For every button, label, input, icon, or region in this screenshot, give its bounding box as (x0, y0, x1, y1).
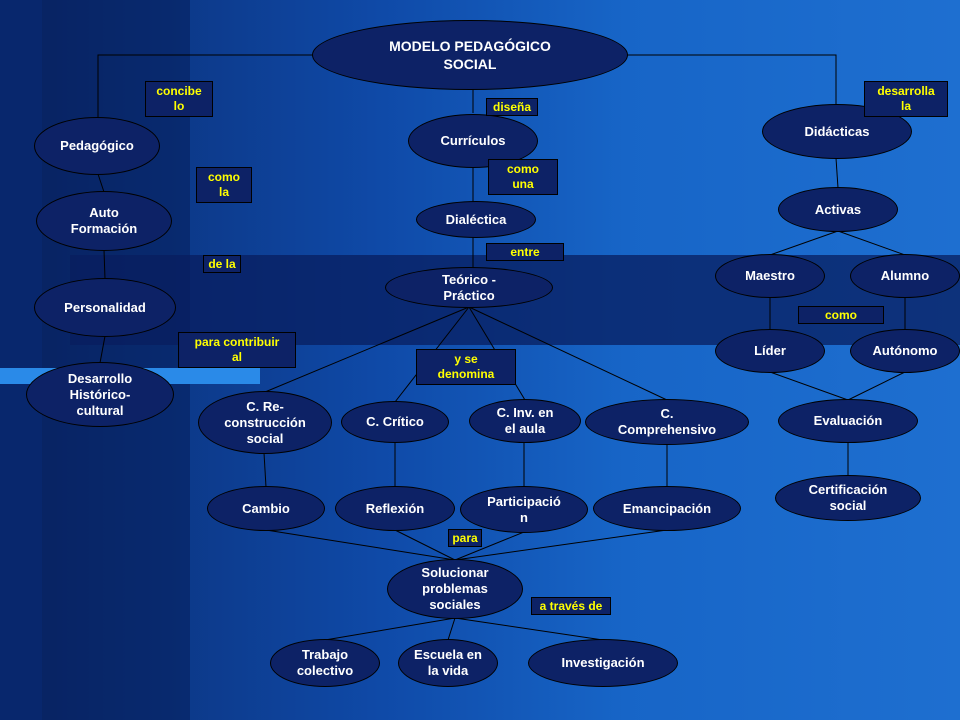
node-cambio: Cambio (207, 486, 325, 531)
background-left-stripe (0, 0, 42, 720)
node-auto-formacion: Auto Formación (36, 191, 172, 251)
node-desarrollo-historico-cultural: Desarrollo Histórico- cultural (26, 362, 174, 427)
node-reflexion: Reflexión (335, 486, 455, 531)
label-entre: entre (486, 243, 564, 261)
node-solucionar-problemas-sociales: Solucionar problemas sociales (387, 559, 523, 619)
node-emancipacion: Emancipación (593, 486, 741, 531)
node-autonomo: Autónomo (850, 329, 960, 373)
label-y-se-denomina: y se denomina (416, 349, 516, 385)
node-participacion: Participació n (460, 486, 588, 533)
label-para-contribuir-al: para contribuir al (178, 332, 296, 368)
node-modelo-pedagogico-social: MODELO PEDAGÓGICO SOCIAL (312, 20, 628, 90)
node-trabajo-colectivo: Trabajo colectivo (270, 639, 380, 687)
label-concibe-lo: concibe lo (145, 81, 213, 117)
node-personalidad: Personalidad (34, 278, 176, 337)
label-desarrolla-la: desarrolla la (864, 81, 948, 117)
node-c-critico: C. Crítico (341, 401, 449, 443)
node-lider: Líder (715, 329, 825, 373)
label-para: para (448, 529, 482, 547)
label-como-una: como una (488, 159, 558, 195)
node-dialectica: Dialéctica (416, 201, 536, 238)
label-como: como (798, 306, 884, 324)
node-c-comprehensivo: C. Comprehensivo (585, 399, 749, 445)
label-de-la: de la (203, 255, 241, 273)
label-disena: diseña (486, 98, 538, 116)
label-como-la: como la (196, 167, 252, 203)
node-evaluacion: Evaluación (778, 399, 918, 443)
label-a-traves-de: a través de (531, 597, 611, 615)
node-investigacion: Investigación (528, 639, 678, 687)
node-alumno: Alumno (850, 254, 960, 298)
node-pedagogico: Pedagógico (34, 117, 160, 175)
node-certificacion-social: Certificación social (775, 475, 921, 521)
node-activas: Activas (778, 187, 898, 232)
node-teorico-practico: Teórico - Práctico (385, 267, 553, 308)
node-c-reconstruccion-social: C. Re- construcción social (198, 391, 332, 454)
node-maestro: Maestro (715, 254, 825, 298)
node-c-inv-en-el-aula: C. Inv. en el aula (469, 399, 581, 443)
node-escuela-en-la-vida: Escuela en la vida (398, 639, 498, 687)
